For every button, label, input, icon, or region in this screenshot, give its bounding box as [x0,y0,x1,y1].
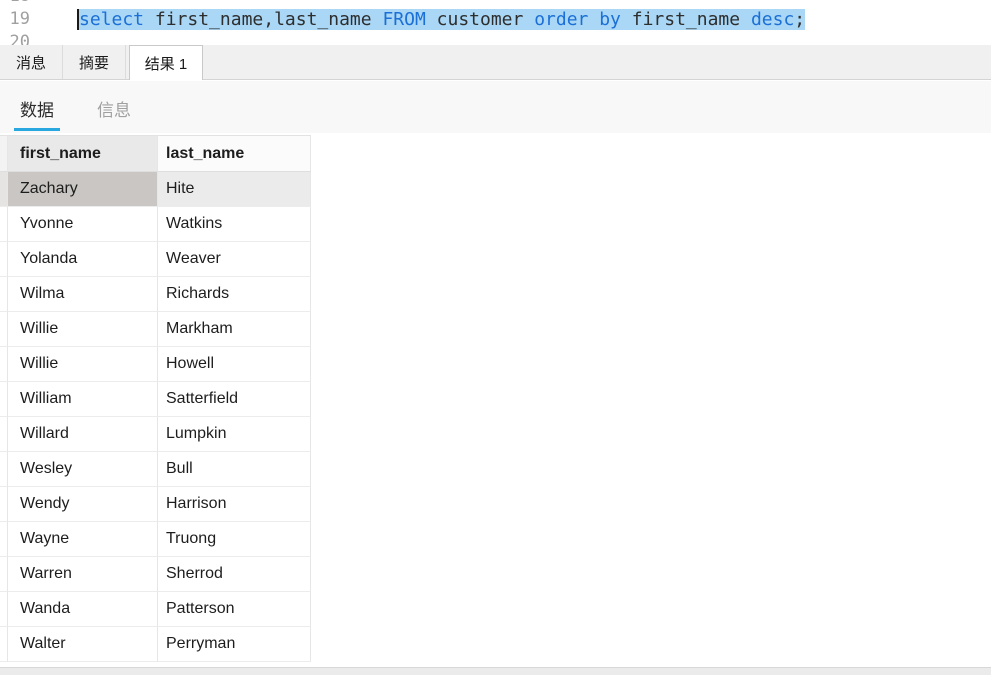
cell-last-name[interactable]: Weaver [158,242,311,277]
table-row: Wayne Truong [0,522,311,557]
cell-last-name[interactable]: Satterfield [158,382,311,417]
row-selector[interactable] [0,487,8,522]
result-tabbar: 消息 摘要 结果 1 [0,45,991,80]
line-number: 19 [9,9,30,29]
cell-first-name[interactable]: Yvonne [8,207,158,242]
row-selector[interactable] [0,277,8,312]
line-number: 18 [0,0,30,8]
line-number: 20 [9,32,30,45]
text-cursor [77,9,79,30]
cell-last-name[interactable]: Markham [158,312,311,347]
cell-first-name[interactable]: Wesley [8,452,158,487]
cell-last-name[interactable]: Harrison [158,487,311,522]
cell-first-name[interactable]: Warren [8,557,158,592]
grid-corner[interactable] [0,135,8,172]
cell-first-name[interactable]: Willard [8,417,158,452]
row-selector[interactable] [0,382,8,417]
table-row: Zachary Hite [0,172,311,207]
cell-first-name[interactable]: Willie [8,347,158,382]
tab-summary[interactable]: 摘要 [63,45,126,79]
cell-last-name[interactable]: Bull [158,452,311,487]
row-selector[interactable] [0,452,8,487]
cell-first-name[interactable]: Wanda [8,592,158,627]
cell-first-name[interactable]: Willie [8,312,158,347]
sql-keyword: order by [534,9,621,30]
sql-identifier: customer [425,9,535,30]
table-row: Yolanda Weaver [0,242,311,277]
column-header-last-name[interactable]: last_name [158,135,311,172]
table-row: Warren Sherrod [0,557,311,592]
subtab-info[interactable]: 信息 [97,101,131,120]
cell-last-name[interactable]: Patterson [158,592,311,627]
sql-keyword: select [79,9,145,30]
cell-last-name[interactable]: Perryman [158,627,311,662]
sql-punctuation: ; [794,9,806,30]
horizontal-scrollbar[interactable] [0,667,991,675]
sql-identifier: first_name,last_name [144,9,383,30]
tab-result-1[interactable]: 结果 1 [129,45,203,80]
cell-first-name[interactable]: William [8,382,158,417]
row-selector[interactable] [0,312,8,347]
cell-first-name[interactable]: Yolanda [8,242,158,277]
cell-last-name[interactable]: Truong [158,522,311,557]
cell-last-name[interactable]: Richards [158,277,311,312]
cell-last-name[interactable]: Watkins [158,207,311,242]
code-lines: 18 19 select first_name,last_name FROM c… [0,0,991,45]
editor-line-19[interactable]: 19 select first_name,last_name FROM cust… [0,8,991,31]
sql-editor[interactable]: 18 19 select first_name,last_name FROM c… [0,0,991,45]
sql-statement[interactable]: select first_name,last_name FROM custome… [79,8,806,31]
table-row: Yvonne Watkins [0,207,311,242]
row-selector[interactable] [0,627,8,662]
row-selector[interactable] [0,242,8,277]
row-selector[interactable] [0,417,8,452]
cell-last-name[interactable]: Hite [158,172,311,207]
row-selector[interactable] [0,347,8,382]
cell-last-name[interactable]: Howell [158,347,311,382]
table-row: Wilma Richards [0,277,311,312]
table-row: Wendy Harrison [0,487,311,522]
cell-first-name-selected[interactable]: Zachary [8,172,158,207]
sql-keyword: desc [750,9,795,30]
cell-first-name[interactable]: Wayne [8,522,158,557]
editor-line-20[interactable]: 20 [0,31,991,45]
table-row: Walter Perryman [0,627,311,662]
cell-first-name[interactable]: Wendy [8,487,158,522]
table-row: William Satterfield [0,382,311,417]
table-row: Willie Howell [0,347,311,382]
row-selector[interactable] [0,592,8,627]
result-sub-strip: 数据 信息 [0,81,991,133]
table-row: Wesley Bull [0,452,311,487]
editor-line-18[interactable]: 18 [0,0,991,8]
tab-messages[interactable]: 消息 [0,45,63,79]
sql-keyword: FROM [382,9,426,30]
cell-first-name[interactable]: Wilma [8,277,158,312]
column-header-first-name[interactable]: first_name [8,135,158,172]
subtab-data[interactable]: 数据 [14,96,60,131]
grid-header-row: first_name last_name [0,135,311,172]
sql-identifier: first_name [620,9,751,30]
row-selector[interactable] [0,207,8,242]
cell-last-name[interactable]: Lumpkin [158,417,311,452]
result-subtabs: 数据 信息 [14,96,137,131]
table-row: Wanda Patterson [0,592,311,627]
table-row: Willard Lumpkin [0,417,311,452]
cell-last-name[interactable]: Sherrod [158,557,311,592]
row-selector[interactable] [0,557,8,592]
row-selector[interactable] [0,522,8,557]
row-selector[interactable] [0,172,8,207]
cell-first-name[interactable]: Walter [8,627,158,662]
results-grid: first_name last_name Zachary Hite Yvonne… [0,135,311,662]
table-row: Willie Markham [0,312,311,347]
